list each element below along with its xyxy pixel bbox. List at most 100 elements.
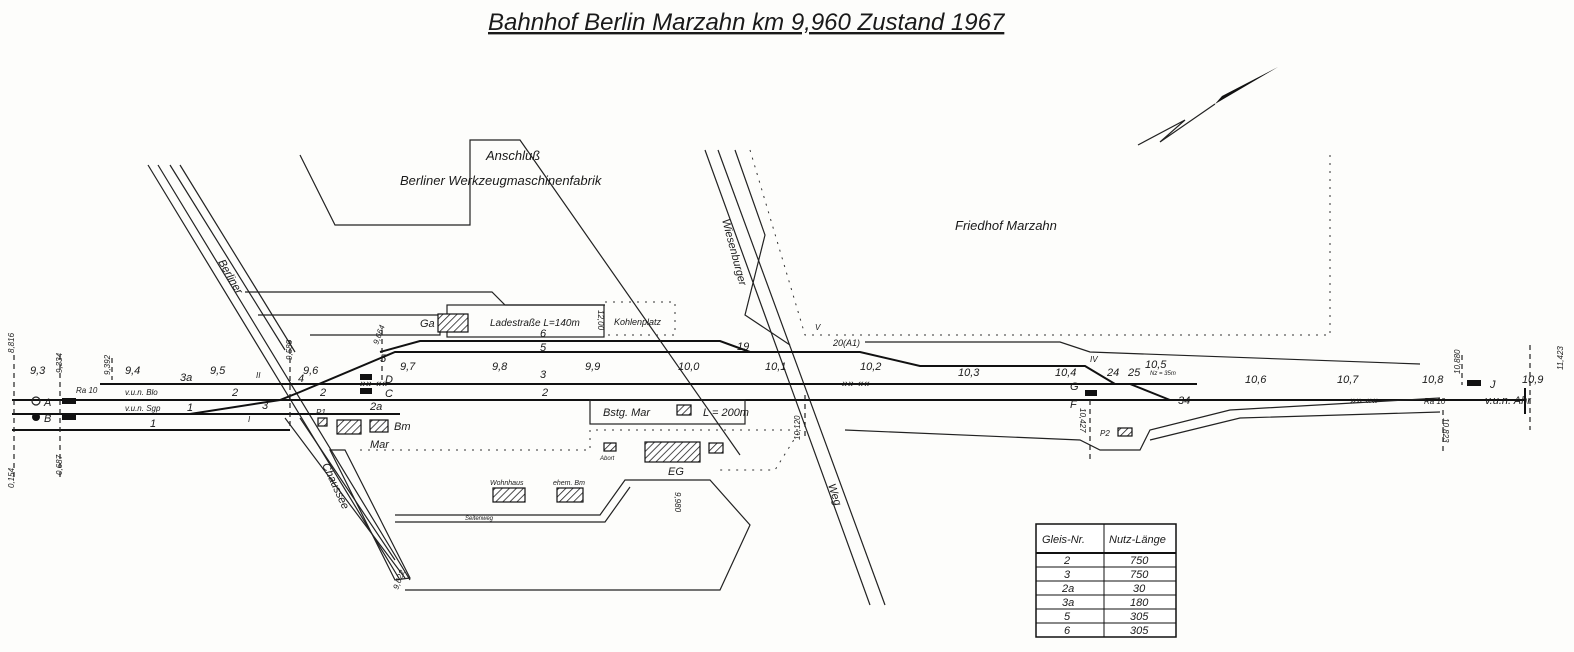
- station-forecourt: [395, 479, 751, 591]
- signal-label: F: [1070, 399, 1078, 411]
- table-cell: 750: [1130, 569, 1149, 581]
- track-numbers: 3a 2 1 3 2a 5 6 2: [150, 328, 548, 430]
- signal-label: I: [248, 415, 251, 424]
- track-label: 6: [540, 328, 547, 340]
- km-point: 9,9: [585, 361, 600, 373]
- ra10-sign-right: Ra 10: [1424, 397, 1446, 406]
- km-posts: 8,816 9,334 9,392 9,580 9,664 0,154 0,68…: [7, 323, 1565, 590]
- road-wiesenburger-weg: [704, 149, 886, 606]
- label-platform-length: L = 200m: [703, 407, 749, 419]
- table-cell: 5: [1064, 611, 1071, 623]
- station-fence: [360, 429, 801, 471]
- km-point: 10,9: [1522, 374, 1543, 386]
- label-coal-yard: Kohlenplatz: [614, 317, 662, 327]
- km-point: 9,8: [492, 361, 508, 373]
- table-cell: 180: [1130, 597, 1149, 609]
- loading-yard-outline: [258, 314, 441, 336]
- platform: [589, 399, 746, 425]
- former-bm-building: [556, 487, 584, 503]
- switch-label: 5: [380, 353, 387, 365]
- signal-icon: [360, 388, 372, 394]
- km-post-label: 10,823: [1441, 418, 1450, 443]
- track-label: 3: [540, 369, 547, 381]
- km-post-label: 10,120: [793, 415, 802, 440]
- signal-label: II: [256, 371, 261, 380]
- direction-label-sgp: v.u.n. Sgp: [125, 404, 161, 413]
- road-berliner-chaussee: [147, 164, 411, 581]
- km-point: 9,6: [303, 365, 319, 377]
- label-p2: P2: [1100, 429, 1110, 438]
- label-former-bm: ehem. Bm: [553, 480, 585, 487]
- label-mar: Mar: [370, 439, 390, 451]
- km-post-label: 11,423: [1556, 346, 1565, 370]
- toilet-building: [603, 442, 617, 452]
- switch-numbers: 1 2 3 4 5 19 20(A1) 24 25 34: [187, 338, 1190, 414]
- road-label-wiesenburger: Wiesenburger: [719, 218, 749, 288]
- ra10-sign-left: Ra 10: [76, 386, 98, 395]
- label-toilet: Abort: [599, 456, 615, 462]
- km-post-label: 10,880: [1453, 349, 1462, 374]
- signal-icon: [62, 414, 76, 420]
- label-residence: Wohnhaus: [490, 480, 524, 487]
- km-point: 10,4: [1055, 367, 1076, 379]
- table-cell: 6: [1064, 625, 1071, 637]
- switch-label: 34: [1178, 395, 1190, 407]
- km-post-label: 10,427: [1078, 408, 1087, 433]
- km-post-label: 9,334: [55, 352, 64, 373]
- signal-icon: [62, 398, 76, 404]
- north-arrow-icon: [1137, 67, 1278, 146]
- km-post-label: 9,392: [103, 354, 112, 375]
- mar-building: [336, 419, 362, 435]
- km-point: 9,7: [400, 361, 416, 373]
- direction-arrows-2: »» ««: [1350, 395, 1378, 407]
- switch-label: 2: [231, 387, 238, 399]
- signal-icon: [360, 374, 372, 380]
- km-point: 10,6: [1245, 374, 1267, 386]
- signal-label: A: [43, 397, 51, 409]
- tracks: [12, 340, 1526, 451]
- label-platform: Bstg. Mar: [603, 407, 651, 419]
- embankment-north: [865, 341, 1421, 365]
- track-label: 1: [150, 418, 156, 430]
- table-header: Gleis-Nr.: [1042, 534, 1085, 546]
- km-point: 9,3: [30, 365, 46, 377]
- signal-label: IV: [1090, 355, 1098, 364]
- km-point: 10,5: [1145, 359, 1167, 371]
- signal-icon: [1467, 380, 1481, 386]
- usable-length-note: Nz = 35m: [1150, 371, 1176, 377]
- table-cell: 305: [1130, 611, 1149, 623]
- direction-label-ahr: v.u.n. Ahr: [1485, 395, 1532, 407]
- label-side-path: Seitenweg: [465, 516, 494, 522]
- coal-yard-fence: [605, 301, 676, 336]
- label-cemetery: Friedhof Marzahn: [955, 218, 1057, 233]
- switch-label: 3: [262, 400, 269, 412]
- track-label: 2: [319, 387, 326, 399]
- switch-label: 4: [298, 373, 304, 385]
- label-factory: Berliner Werkzeugmaschinenfabrik: [400, 173, 603, 188]
- km-point: 10,0: [678, 361, 700, 373]
- ga-building: [437, 313, 469, 333]
- track-label: 5: [540, 342, 547, 354]
- direction-label-blo: v.u.n. Blo: [125, 388, 158, 397]
- table-cell: 2a: [1061, 583, 1074, 595]
- outbuilding: [708, 442, 724, 454]
- station-building: [644, 441, 701, 463]
- table-cell: 750: [1130, 555, 1149, 567]
- factory-boundary: [299, 139, 741, 456]
- km-point: 10,8: [1422, 374, 1444, 386]
- track-5: [379, 340, 751, 353]
- table-cell: 3a: [1062, 597, 1074, 609]
- track-label: 3a: [180, 372, 192, 384]
- cemetery-fence: [749, 149, 1331, 336]
- side-path: [395, 486, 631, 523]
- km-post-label: 8,816: [7, 332, 16, 353]
- label-anschluss: Anschluß: [485, 148, 540, 163]
- signal-icon: [1085, 390, 1097, 396]
- km-point: 10,7: [1337, 374, 1359, 386]
- plan-title: Bahnhof Berlin Marzahn km 9,960 Zustand …: [488, 9, 1006, 36]
- switch-label: 25: [1127, 367, 1141, 379]
- table-cell: 2: [1063, 555, 1070, 567]
- label-loading-road: Ladestraße L=140m: [490, 318, 580, 329]
